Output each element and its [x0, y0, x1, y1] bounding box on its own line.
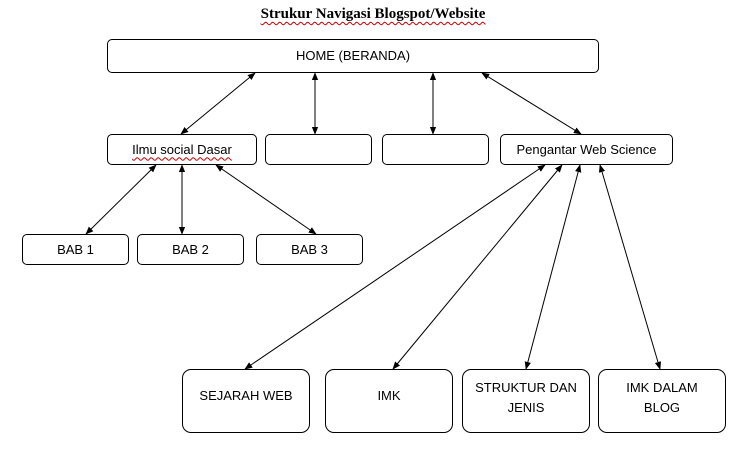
bab-3-label: BAB 3: [291, 241, 328, 257]
sejarah-web-box: SEJARAH WEB: [182, 369, 310, 433]
diagram-title: Strukur Navigasi Blogspot/Website: [0, 6, 746, 23]
bab-1-box: BAB 1: [22, 234, 129, 265]
arrow-ilmu-bab1: [85, 164, 157, 235]
arrow-pws-sejarah: [244, 164, 546, 370]
arrow-pws-blog: [598, 164, 662, 370]
diagram-title-text: Strukur Navigasi Blogspot/Website: [260, 6, 486, 22]
arrow-pws-imk: [392, 164, 563, 370]
imk-box: IMK: [325, 369, 453, 433]
bab-1-label: BAB 1: [57, 241, 94, 257]
arrow-home-pws: [481, 72, 582, 135]
imk-dalam-blog-label: IMK DALAM BLOG: [626, 380, 698, 415]
blank-box-2: [382, 134, 489, 165]
bab-2-box: BAB 2: [137, 234, 244, 265]
ilmu-social-dasar-label: Ilmu social Dasar: [132, 141, 232, 157]
home-label: HOME (BERANDA): [295, 48, 411, 63]
pengantar-web-science-box: Pengantar Web Science: [500, 134, 673, 165]
pengantar-web-science-label: Pengantar Web Science: [516, 141, 657, 157]
home-box: HOME (BERANDA): [107, 39, 599, 73]
ilmu-social-dasar-box: Ilmu social Dasar: [107, 134, 257, 165]
arrow-pws-struktur: [524, 164, 582, 370]
arrow-home-ilmu: [180, 72, 256, 135]
blank-box-1: [265, 134, 372, 165]
sejarah-web-label: SEJARAH WEB: [199, 388, 293, 403]
arrow-ilmu-bab3: [215, 164, 317, 235]
struktur-dan-jenis-box: STRUKTUR DAN JENIS: [462, 369, 590, 433]
imk-label: IMK: [377, 388, 401, 403]
struktur-dan-jenis-label: STRUKTUR DAN JENIS: [475, 380, 577, 415]
bab-2-label: BAB 2: [172, 241, 209, 257]
bab-3-box: BAB 3: [256, 234, 363, 265]
imk-dalam-blog-box: IMK DALAM BLOG: [598, 369, 726, 433]
